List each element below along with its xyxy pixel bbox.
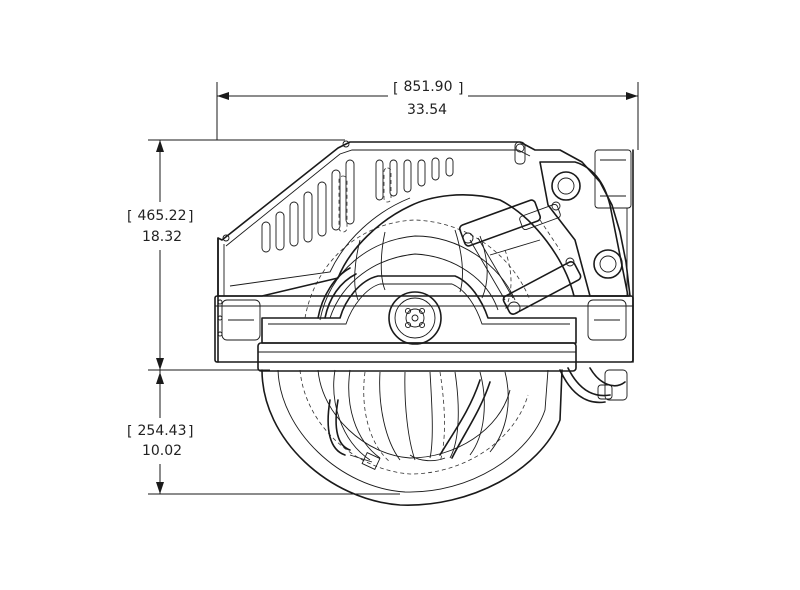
lower-height-imperial-value: 10.02 bbox=[142, 443, 182, 459]
width-bracket-left: [ bbox=[393, 81, 398, 97]
lower-wheel-outline bbox=[261, 369, 563, 506]
svg-text:]: ] bbox=[188, 424, 193, 440]
main-crossbeam bbox=[257, 342, 577, 372]
slotted-guard bbox=[217, 141, 631, 297]
width-bracket-right: ] bbox=[458, 81, 463, 97]
center-plate bbox=[261, 275, 577, 344]
right-arm bbox=[539, 161, 629, 297]
hydraulic-cylinder-upper bbox=[458, 199, 561, 247]
guard-slots bbox=[261, 157, 454, 253]
upper-height-dimension: [ 465.22 ] 18.32 bbox=[127, 139, 345, 371]
svg-text:]: ] bbox=[188, 209, 193, 225]
svg-text:[: [ bbox=[127, 209, 132, 225]
lower-height-dimension: [ 254.43 ] 10.02 bbox=[127, 370, 400, 495]
width-imperial-value: 33.54 bbox=[407, 102, 447, 118]
hydraulic-cylinder-lower bbox=[502, 257, 582, 315]
svg-text:[: [ bbox=[127, 424, 132, 440]
machine-body bbox=[214, 140, 634, 506]
width-metric-value: 851.90 bbox=[404, 79, 453, 95]
upper-height-imperial-value: 18.32 bbox=[142, 229, 182, 245]
upper-height-metric-value: 465.22 bbox=[138, 208, 187, 224]
lower-height-metric-value: 254.43 bbox=[138, 423, 187, 439]
width-dimension: [ 851.90 ] 33.54 bbox=[216, 79, 639, 150]
hub-assembly bbox=[388, 291, 442, 345]
